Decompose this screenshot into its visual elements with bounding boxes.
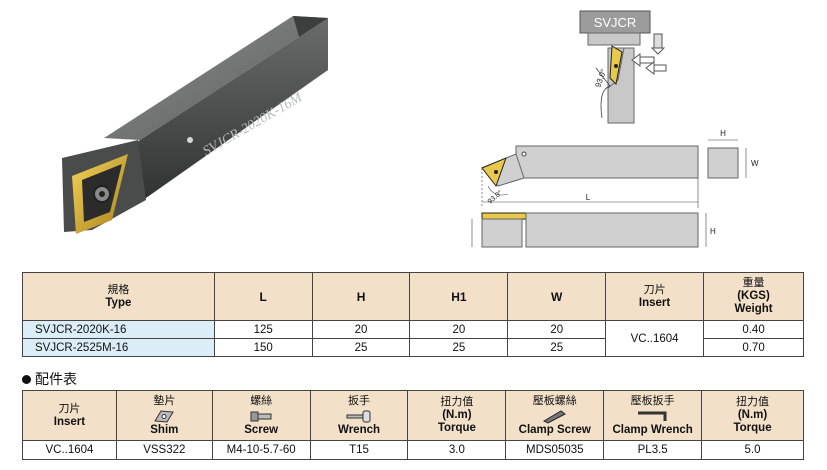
acc-clamp-screw-cell: MDS05035 bbox=[505, 440, 605, 460]
h1-cell: 20 bbox=[409, 320, 509, 339]
h-cell: 25 bbox=[311, 338, 411, 357]
w-cell: 25 bbox=[507, 338, 607, 357]
accessories-title: 配件表 bbox=[22, 369, 77, 389]
spec-header-weight: 重量(KGS)Weight bbox=[703, 272, 804, 321]
acc-header-clamp-screw: 壓板螺絲 Clamp Screw bbox=[505, 390, 605, 441]
acc-clamp-torque-cell: 5.0 bbox=[701, 440, 804, 460]
shim-icon bbox=[154, 409, 175, 423]
acc-header-shim: 墊片 Shim bbox=[115, 390, 213, 441]
acc-shim-cell: VSS322 bbox=[115, 440, 213, 460]
l-cell: 150 bbox=[213, 338, 313, 357]
h1-cell: 25 bbox=[409, 338, 509, 357]
weight-cell: 0.40 bbox=[703, 320, 804, 339]
angle-side-label: 93.0° bbox=[486, 189, 504, 206]
spec-header-l: L bbox=[213, 272, 313, 321]
acc-insert-cell: VC..1604 bbox=[22, 440, 117, 460]
acc-clamp-wrench-cell: PL3.5 bbox=[603, 440, 703, 460]
dim-w-label: W bbox=[751, 159, 759, 168]
type-cell: SVJCR-2020K-16 bbox=[22, 320, 215, 339]
spec-header-h: H bbox=[311, 272, 411, 321]
acc-wrench-cell: T15 bbox=[309, 440, 409, 460]
screw-icon bbox=[250, 411, 272, 421]
angle-top-label: 93.0° bbox=[593, 68, 608, 89]
dim-l-label: L bbox=[586, 193, 591, 202]
tool-holder-photo: SVJCR-2020K-16M bbox=[62, 16, 328, 234]
acc-header-clamp-torque: 扭力值(N.m)Torque bbox=[701, 390, 804, 441]
acc-header-wrench: 扳手 Wrench bbox=[309, 390, 409, 441]
h-cell: 20 bbox=[311, 320, 411, 339]
code-label: SVJCR bbox=[594, 15, 637, 30]
l-cell: 125 bbox=[213, 320, 313, 339]
w-cell: 20 bbox=[507, 320, 607, 339]
dim-h1-label: H1 bbox=[468, 229, 469, 238]
side-view-diagram: L 93.0° H W H1 H bbox=[468, 129, 759, 248]
weight-cell: 0.70 bbox=[703, 338, 804, 357]
acc-header-torque: 扭力值(N.m)Torque bbox=[407, 390, 507, 441]
insert-cell: VC..1604 bbox=[605, 320, 705, 357]
wrench-icon bbox=[346, 410, 371, 422]
clamp-screw-icon bbox=[542, 409, 566, 424]
top-view-diagram: SVJCR 93.0° bbox=[579, 10, 667, 124]
acc-screw-cell: M4-10-5.7-60 bbox=[211, 440, 311, 460]
clamp-wrench-icon bbox=[637, 411, 667, 421]
spec-header-w: W bbox=[507, 272, 607, 321]
type-cell: SVJCR-2525M-16 bbox=[22, 338, 215, 357]
table-row: VC..1604 VSS322 M4-10-5.7-60 T15 3.0 MDS… bbox=[22, 440, 804, 460]
bullet-icon bbox=[22, 374, 31, 384]
table-row: SVJCR-2525M-16 150 25 25 25 0.70 bbox=[22, 338, 804, 357]
spec-header-h1: H1 bbox=[409, 272, 509, 321]
table-row: SVJCR-2020K-16 125 20 20 20 VC..1604 0.4… bbox=[22, 320, 804, 357]
dim-h-side-label: H bbox=[710, 227, 716, 236]
acc-header-clamp-wrench: 壓板扳手 Clamp Wrench bbox=[603, 390, 703, 441]
acc-torque-cell: 3.0 bbox=[407, 440, 507, 460]
dim-h-label: H bbox=[720, 129, 726, 138]
acc-header-screw: 螺絲 Screw bbox=[211, 390, 311, 441]
